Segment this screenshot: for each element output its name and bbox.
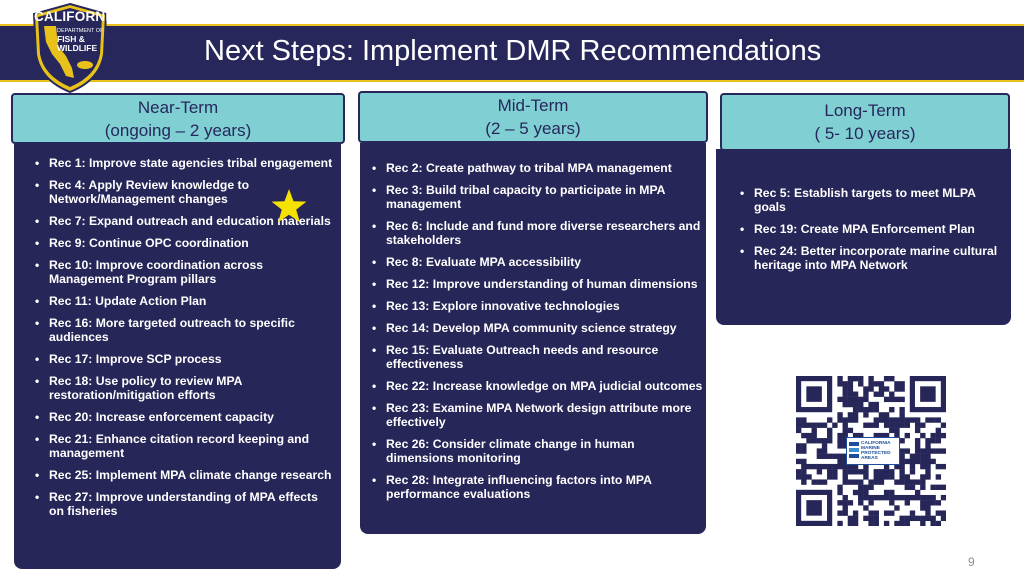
list-item: Rec 22: Increase knowledge on MPA judici… (372, 379, 704, 393)
list-item: Rec 28: Integrate influencing factors in… (372, 473, 704, 501)
list-item: Rec 3: Build tribal capacity to particip… (372, 183, 704, 211)
list-item: Rec 17: Improve SCP process (35, 352, 335, 366)
list-item: Rec 5: Establish targets to meet MLPA go… (740, 186, 1008, 214)
mpa-badge-line-1: CALIFORNIA (861, 440, 891, 446)
list-item: Rec 25: Implement MPA climate change res… (35, 468, 335, 482)
list-item: Rec 2: Create pathway to tribal MPA mana… (372, 161, 704, 175)
list-item: Rec 1: Improve state agencies tribal eng… (35, 156, 335, 170)
list-item: Rec 15: Evaluate Outreach needs and reso… (372, 343, 704, 371)
list-item: Rec 8: Evaluate MPA accessibility (372, 255, 704, 269)
list-item: Rec 11: Update Action Plan (35, 294, 335, 308)
list-item: Rec 10: Improve coordination across Mana… (35, 258, 335, 286)
list-item: Rec 16: More targeted outreach to specif… (35, 316, 335, 344)
logo-line-3: FISH & (57, 34, 85, 44)
list-item: Rec 20: Increase enforcement capacity (35, 410, 335, 424)
list-item: Rec 18: Use policy to review MPA restora… (35, 374, 335, 402)
list-item: Rec 13: Explore innovative technologies (372, 299, 704, 313)
logo-line-2: DEPARTMENT OF (57, 28, 104, 34)
long-term-heading: Long-Term (824, 101, 906, 120)
list-item: Rec 4: Apply Review knowledge to Network… (35, 178, 335, 206)
long-term-header: Long-Term ( 5- 10 years) (720, 93, 1010, 151)
long-term-list: Rec 5: Establish targets to meet MLPA go… (740, 186, 1008, 280)
near-term-subheading: (ongoing – 2 years) (104, 120, 252, 140)
long-term-subheading: ( 5- 10 years) (814, 124, 916, 143)
cdfw-logo: CALIFORNIA DEPARTMENT OF FISH & WILDLIFE (30, 2, 119, 94)
near-term-header: Near-Term (ongoing – 2 years) (11, 93, 345, 144)
page-number: 9 (968, 555, 975, 569)
list-item: Rec 23: Examine MPA Network design attri… (372, 401, 704, 429)
mpa-badge: CALIFORNIA MARINE PROTECTED AREAS (846, 437, 900, 465)
mid-term-heading: Mid-Term (497, 96, 569, 115)
list-item: Rec 19: Create MPA Enforcement Plan (740, 222, 1008, 236)
near-term-list: Rec 1: Improve state agencies tribal eng… (35, 156, 335, 526)
mpa-badge-line-4: AREAS (861, 456, 878, 462)
list-item: Rec 6: Include and fund more diverse res… (372, 219, 704, 247)
near-term-heading: Near-Term (137, 97, 219, 117)
star-icon (271, 189, 307, 223)
mid-term-list: Rec 2: Create pathway to tribal MPA mana… (372, 161, 704, 509)
logo-line-1: CALIFORNIA (34, 9, 120, 24)
list-item: Rec 12: Improve understanding of human d… (372, 277, 704, 291)
long-term-panel (716, 149, 1011, 325)
badge-shield-icon (32, 2, 108, 94)
title-bar (0, 24, 1024, 82)
qr-code[interactable] (796, 376, 946, 526)
list-item: Rec 27: Improve understanding of MPA eff… (35, 490, 335, 518)
list-item: Rec 24: Better incorporate marine cultur… (740, 244, 1008, 272)
mid-term-header: Mid-Term (2 – 5 years) (358, 91, 708, 143)
mpa-badge-line-3: PROTECTED (861, 451, 891, 456)
logo-line-4: WILDLIFE (57, 43, 98, 53)
list-item: Rec 21: Enhance citation record keeping … (35, 432, 335, 460)
list-item: Rec 9: Continue OPC coordination (35, 236, 335, 250)
list-item: Rec 26: Consider climate change in human… (372, 437, 704, 465)
list-item: Rec 14: Develop MPA community science st… (372, 321, 704, 335)
mid-term-subheading: (2 – 5 years) (485, 119, 581, 138)
mpa-waves-icon (849, 442, 859, 458)
slide-title: Next Steps: Implement DMR Recommendation… (204, 35, 822, 67)
list-item: Rec 7: Expand outreach and education mat… (35, 214, 335, 228)
mpa-badge-line-2: MARINE (861, 445, 880, 451)
